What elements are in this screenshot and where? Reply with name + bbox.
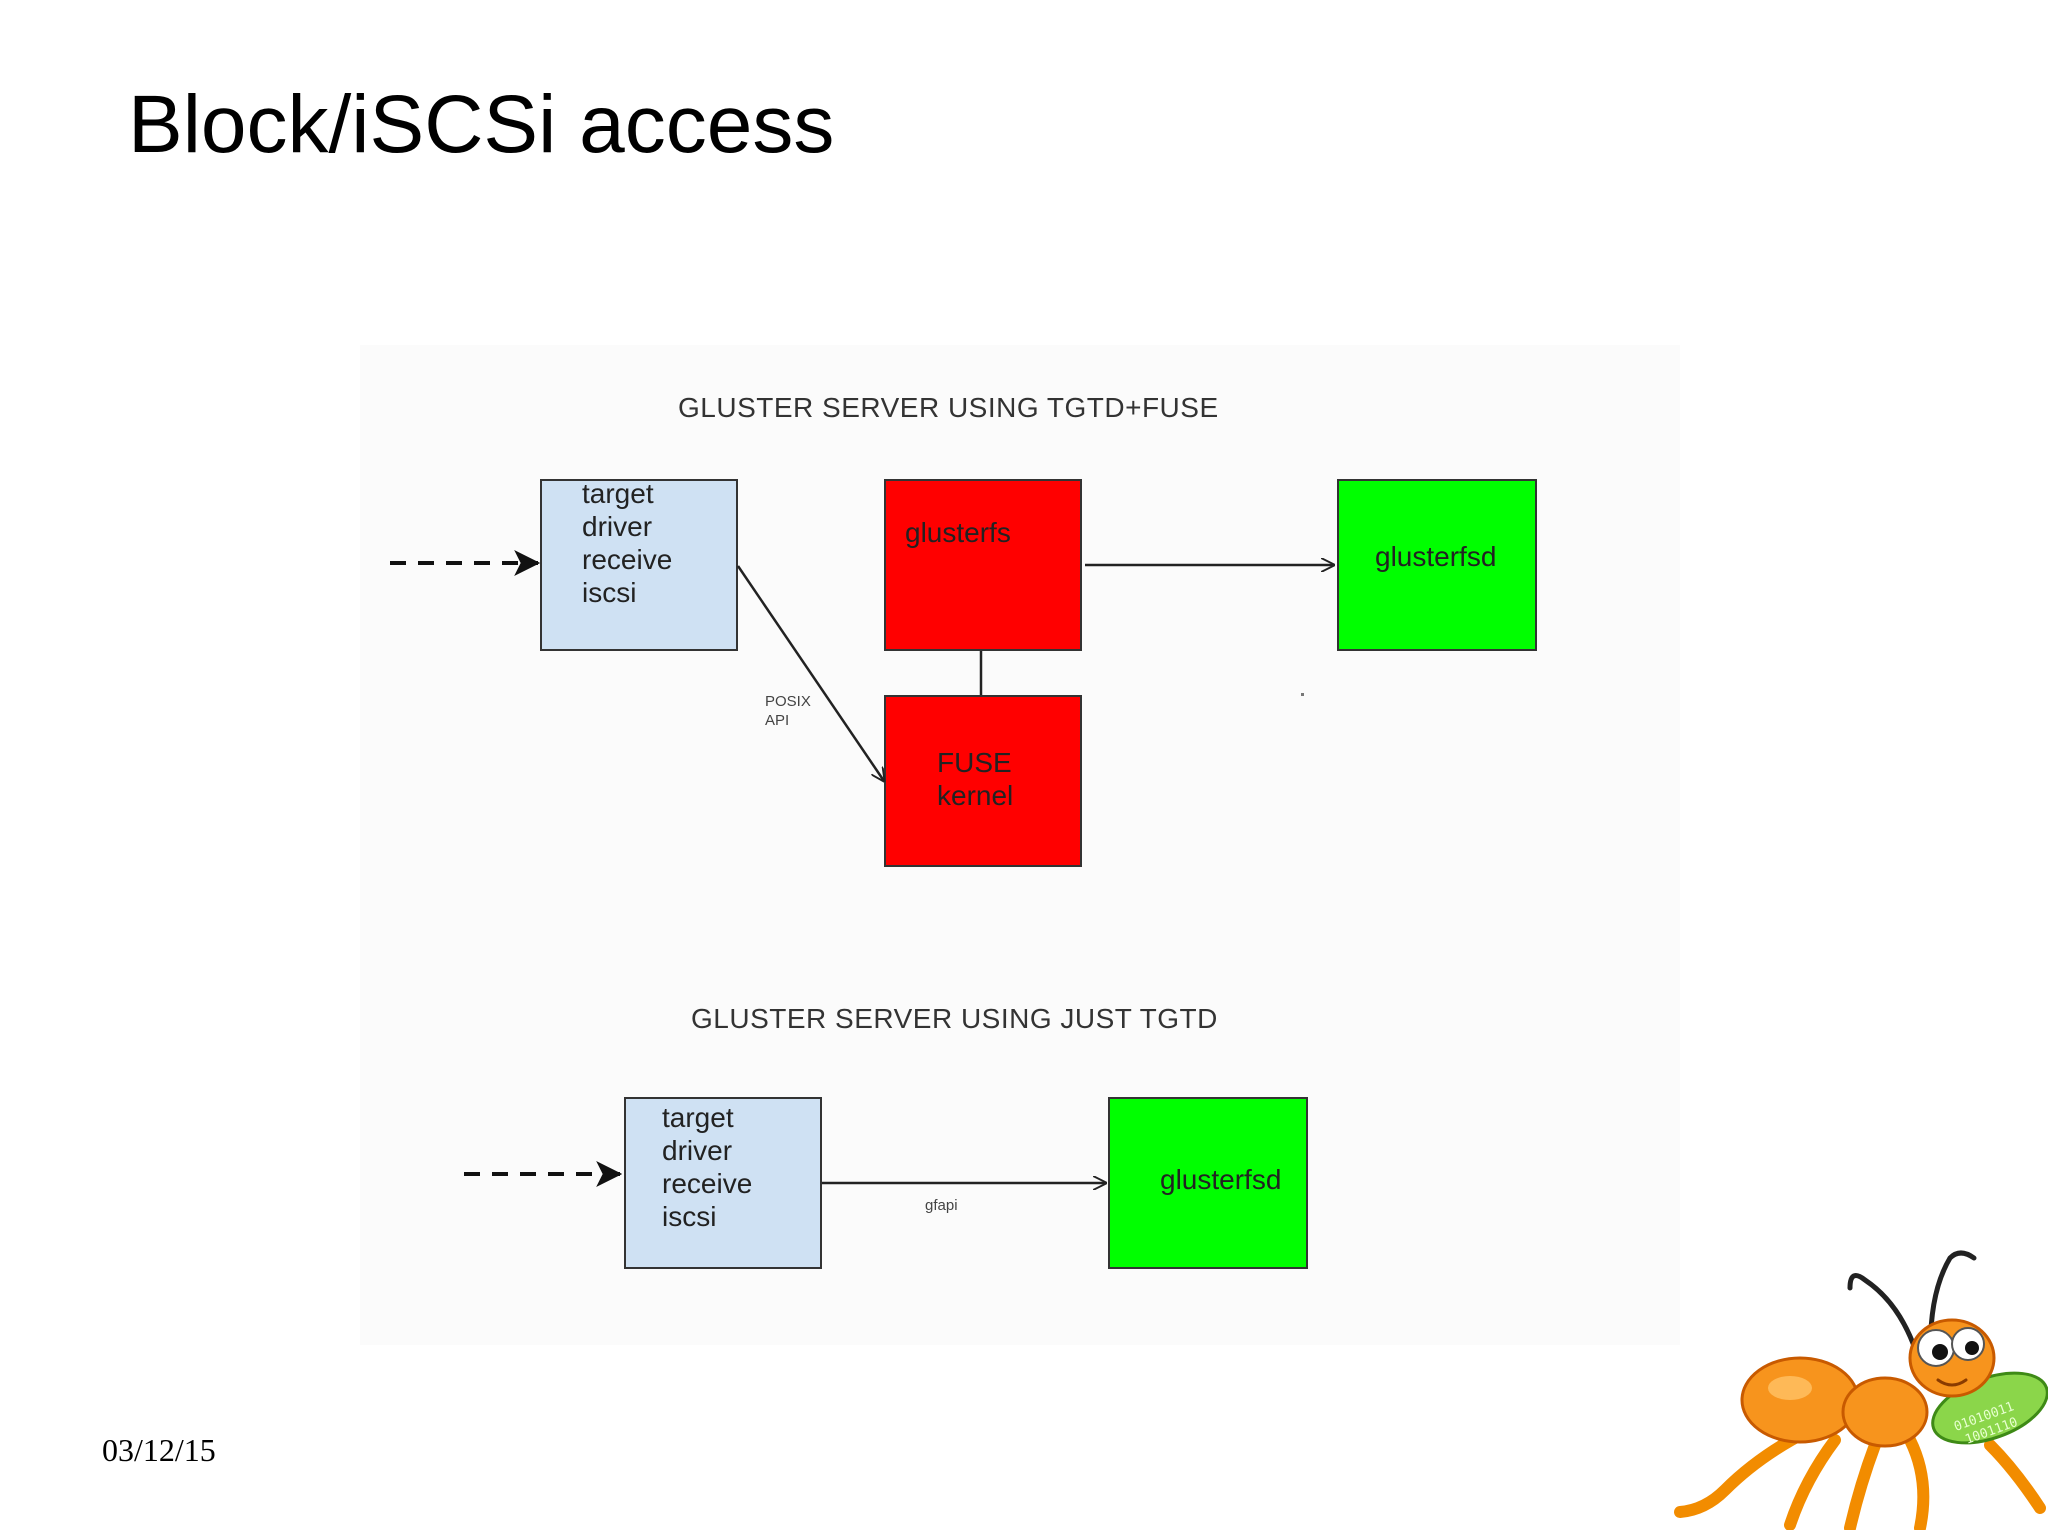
- target-driver-box-top: [540, 479, 738, 651]
- fuse-kernel-label: FUSE kernel: [937, 747, 1014, 811]
- stray-dot: [1301, 693, 1304, 696]
- target-driver-label-bottom: target driver receive iscsi: [662, 1102, 753, 1232]
- posix-api-label: POSIX API: [765, 693, 811, 729]
- glusterfsd-label-top: glusterfsd: [1375, 541, 1497, 572]
- posix-api-arrow: [736, 565, 884, 781]
- diagram-bottom-title: GLUSTER SERVER USING JUST TGTD: [691, 1003, 1218, 1034]
- glusterfs-label: glusterfs: [905, 517, 1011, 548]
- glusterfs-box: [884, 479, 1082, 651]
- glusterfsd-box-top: [1337, 479, 1537, 651]
- slide-date: 03/12/15: [102, 1432, 216, 1468]
- glusterfsd-label-bottom: glusterfsd: [1160, 1164, 1282, 1195]
- slide-title: Block/iSCSi access: [128, 79, 835, 170]
- fuse-kernel-box: [884, 695, 1082, 867]
- diagram-top-title: GLUSTER SERVER USING TGTD+FUSE: [678, 392, 1219, 423]
- gluster-ant-logo-icon: 01010011 1001110: [1674, 1250, 2048, 1530]
- glusterfsd-box-bottom: [1108, 1097, 1308, 1269]
- gfapi-label: gfapi: [925, 1197, 958, 1214]
- target-driver-box-bottom: [624, 1097, 822, 1269]
- target-driver-label-top: target driver receive iscsi: [582, 478, 673, 608]
